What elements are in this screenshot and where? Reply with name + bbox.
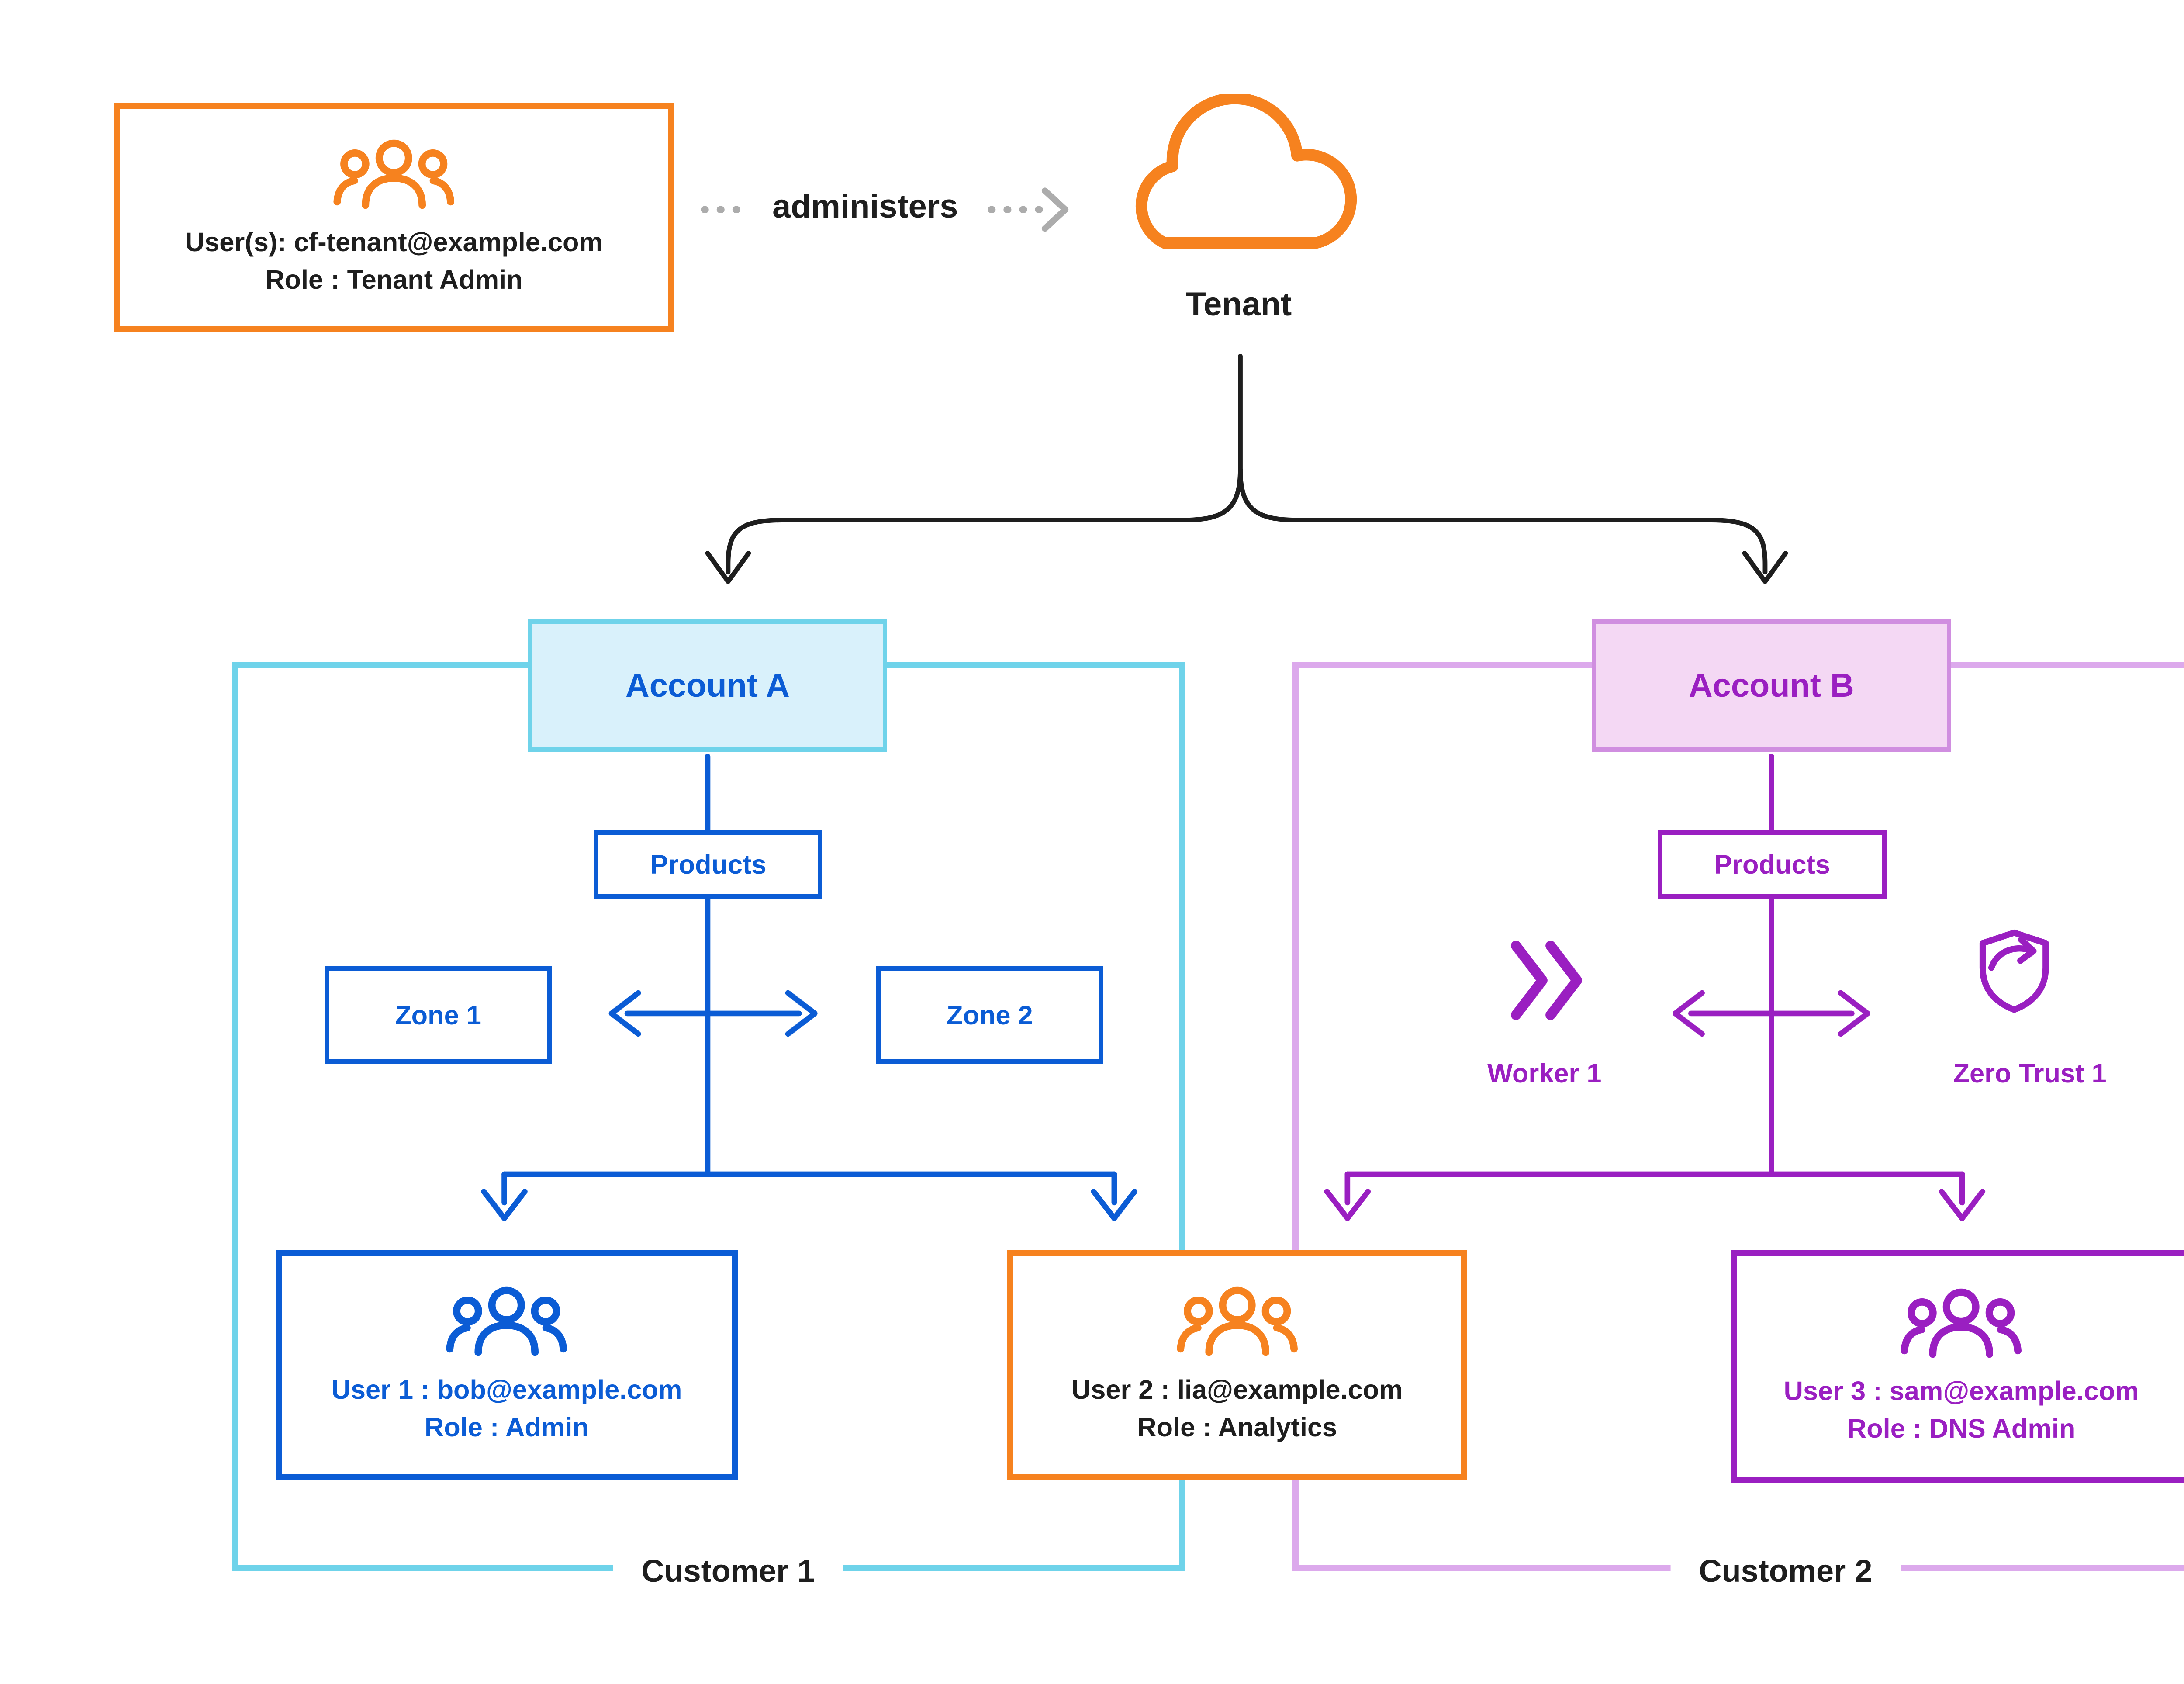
workers-icon xyxy=(1510,941,1583,1020)
zero-trust-label: Zero Trust 1 xyxy=(1953,1058,2107,1088)
worker-label: Worker 1 xyxy=(1487,1058,1602,1088)
user2-email-line: User 2 : lia@example.com xyxy=(1071,1374,1403,1404)
account-b-node: Account B xyxy=(1592,619,1951,752)
customer2-caption: Customer 2 xyxy=(1670,1549,1901,1594)
products-a-node: Products xyxy=(594,830,823,899)
user2-role-line: Role : Analytics xyxy=(1137,1411,1337,1442)
zero-trust-shield-icon xyxy=(1979,929,2049,1013)
products-b-node: Products xyxy=(1658,830,1887,899)
cloud-icon xyxy=(1135,94,1357,249)
account-a-node: Account A xyxy=(528,619,888,752)
user3-email-line: User 3 : sam@example.com xyxy=(1783,1376,2139,1406)
zone2-node: Zone 2 xyxy=(876,966,1103,1064)
user2-node: User 2 : lia@example.com Role : Analytic… xyxy=(1007,1250,1468,1480)
users-group-icon xyxy=(446,1287,567,1356)
users-group-icon xyxy=(333,139,455,209)
user1-email-line: User 1 : bob@example.com xyxy=(331,1374,682,1404)
tenant-label: Tenant xyxy=(1185,286,1292,323)
user1-node: User 1 : bob@example.com Role : Admin xyxy=(276,1250,738,1480)
user1-role-line: Role : Admin xyxy=(425,1411,589,1442)
administers-label: administers xyxy=(772,188,958,225)
tenant-admin-user-line: User(s): cf-tenant@example.com xyxy=(185,227,603,257)
zone1-node: Zone 1 xyxy=(325,966,552,1064)
tenant-admin-role-line: Role : Tenant Admin xyxy=(265,264,523,295)
users-group-icon xyxy=(1901,1288,2022,1358)
user3-role-line: Role : DNS Admin xyxy=(1847,1413,2076,1444)
user3-node: User 3 : sam@example.com Role : DNS Admi… xyxy=(1730,1250,2184,1483)
tenant-admin-box: User(s): cf-tenant@example.com Role : Te… xyxy=(113,102,675,333)
users-group-icon xyxy=(1176,1287,1298,1356)
customer1-caption: Customer 1 xyxy=(613,1549,843,1594)
